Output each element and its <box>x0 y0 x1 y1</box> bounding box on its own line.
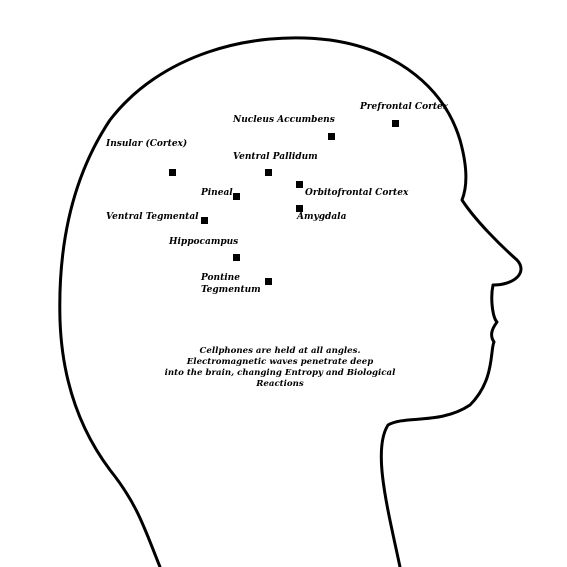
prefrontal-cortex-label: Prefrontal Cortex <box>360 102 449 112</box>
amygdala-marker <box>296 205 303 212</box>
orbitofrontal-cortex-marker <box>296 181 303 188</box>
insular-cortex-label: Insular (Cortex) <box>106 139 188 149</box>
tegmentum-label: Tegmentum <box>201 285 261 295</box>
prefrontal-cortex-marker <box>392 120 399 127</box>
head-profile-line <box>58 36 523 567</box>
caption-line-1: Cellphones are held at all angles. <box>199 346 361 356</box>
ventral-tegmental-marker <box>201 217 208 224</box>
caption-text: Cellphones are held at all angles. Elect… <box>150 346 410 390</box>
insular-cortex-marker <box>169 169 176 176</box>
orbitofrontal-cortex-label: Orbitofrontal Cortex <box>305 188 409 198</box>
ventral-pallidum-marker <box>265 169 272 176</box>
ventral-tegmental-label: Ventral Tegmental <box>106 212 199 222</box>
caption-line-3: into the brain, changing Entropy and Bio… <box>164 368 396 378</box>
caption-line-2: Electromagnetic waves penetrate deep <box>186 357 374 367</box>
nucleus-accumbens-marker <box>328 133 335 140</box>
pontine-label: Pontine <box>201 273 240 283</box>
hippocampus-marker <box>233 254 240 261</box>
hippocampus-label: Hippocampus <box>169 237 239 247</box>
nucleus-accumbens-label: Nucleus Accumbens <box>233 115 335 125</box>
ventral-pallidum-label: Ventral Pallidum <box>233 152 318 162</box>
amygdala-label: Amygdala <box>297 212 347 222</box>
pineal-marker <box>233 193 240 200</box>
pineal-label: Pineal <box>201 188 233 198</box>
caption-line-4: Reactions <box>256 379 304 389</box>
pontine-tegmentum-marker <box>265 278 272 285</box>
